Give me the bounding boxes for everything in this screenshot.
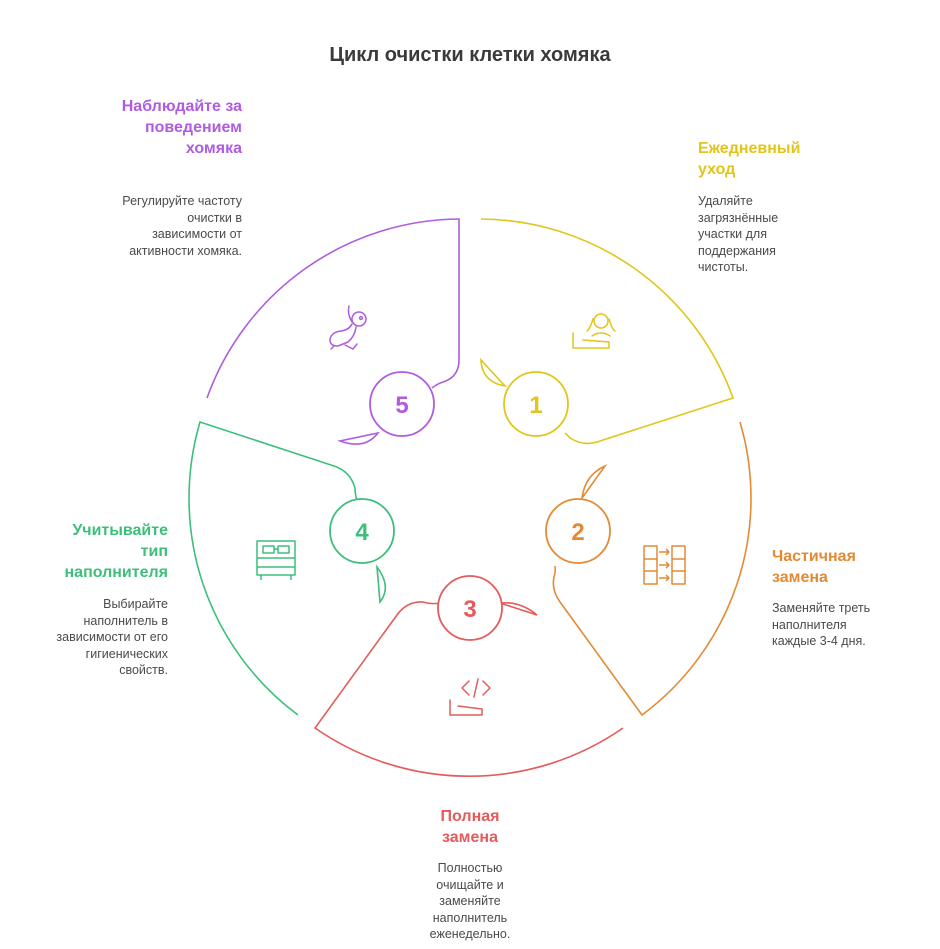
rabbit-icon [329,305,367,350]
diagram-title: Цикл очистки клетки хомяка [329,44,611,66]
step-2-number: 2 [571,519,584,546]
step-3-badge: 3 [437,575,503,641]
step-5-badge: 5 [369,371,435,437]
segment-1-outline [480,218,735,445]
step-5-description: Регулируйте частоту очистки в зависимост… [122,194,242,258]
step-3-title: Полная замена [440,808,500,846]
step-4-number: 4 [355,519,369,546]
step-1-title: Ежедневный уход [698,140,801,178]
step-1-description: Удаляйте загрязнённые участки для поддер… [698,194,779,274]
step-2-badge: 2 [545,498,611,564]
step-3-number: 3 [463,596,476,623]
person-cleaning-icon [572,313,616,349]
code-hand-icon [449,678,491,716]
segment-5-outline [206,218,460,445]
step-4-badge: 4 [329,498,395,564]
segment-3-outline [313,601,624,778]
step-1-number: 1 [529,392,542,419]
bed-icon [256,540,296,580]
step-5-number: 5 [395,392,408,419]
step-4-description: Выбирайте наполнитель в зависимости от е… [56,597,168,677]
step-5-title: Наблюдайте за поведением хомяка [121,98,242,157]
step-4-title: Учитывайте тип наполнителя [64,522,169,581]
step-3-description: Полностью очищайте и заменяйте наполните… [429,861,511,941]
segment-4-outline [188,420,387,716]
segment-2-outline [552,421,752,717]
step-2-title: Частичная замена [772,548,856,586]
step-2-description: Заменяйте треть наполнителя каждые 3-4 д… [772,601,871,648]
partial-replace-icon [643,545,686,585]
step-1-badge: 1 [503,371,569,437]
